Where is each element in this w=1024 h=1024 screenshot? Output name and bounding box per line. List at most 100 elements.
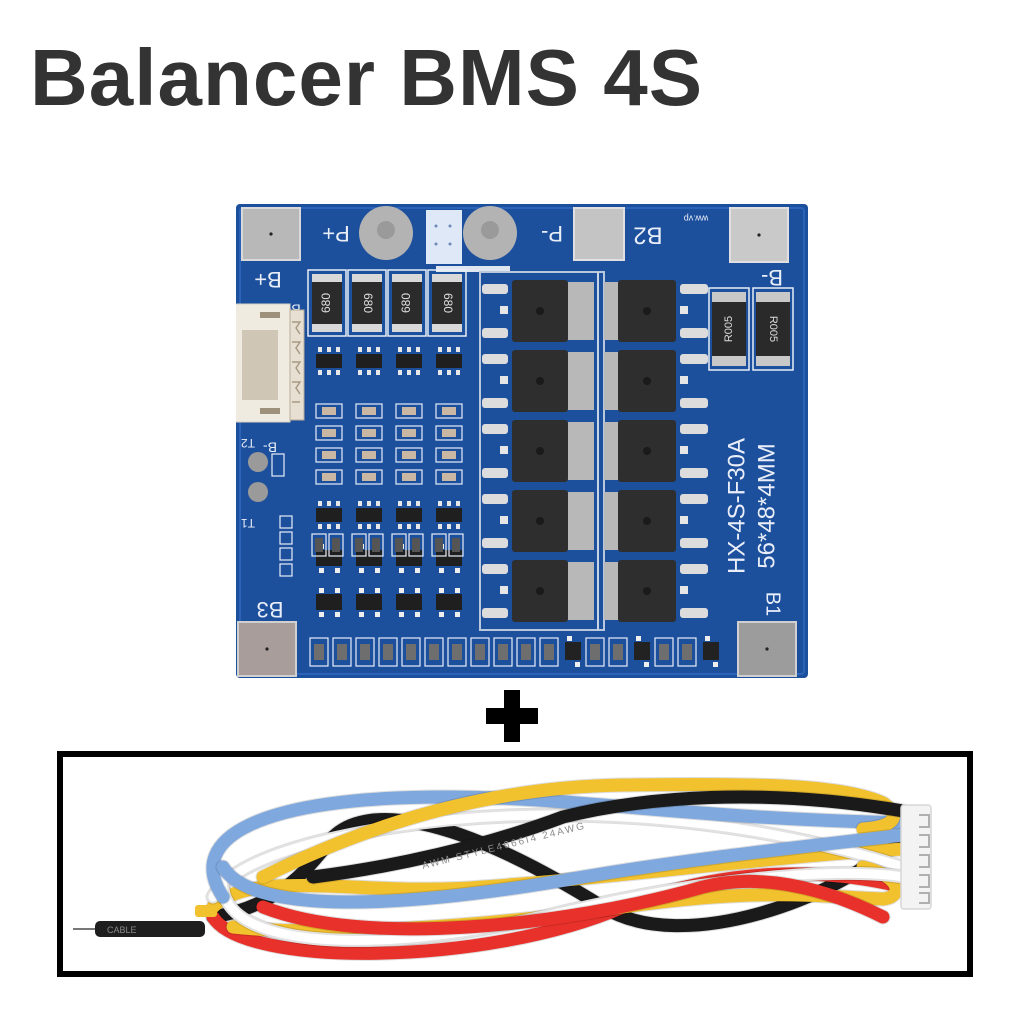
smd-component [435, 425, 463, 441]
shunt-resistor-value: R005 [723, 316, 735, 342]
smd-component [311, 533, 327, 557]
balance-resistor: 680 [307, 269, 347, 337]
label-b3: B3 [257, 597, 284, 622]
smd-component [703, 636, 719, 667]
corner-pad-b3 [237, 621, 297, 677]
smd-component [378, 637, 398, 667]
mosfet [604, 280, 708, 342]
sot-ic [396, 347, 422, 375]
smd-component [585, 637, 605, 667]
smd-component [315, 403, 343, 419]
sot-ic [436, 501, 462, 529]
balance-resistor: 680 [387, 269, 427, 337]
pad-t2 [248, 452, 268, 472]
cable-harness-frame: CABLE AWM STYLE4666I4 24AWG [57, 751, 973, 977]
smd-component [677, 637, 697, 667]
cable-wire [216, 828, 910, 909]
smd-component [565, 636, 581, 667]
smd-component [516, 637, 536, 667]
smd-component [634, 636, 650, 667]
label-b2: B2 [633, 222, 662, 249]
smd-component [368, 533, 384, 557]
smd-component [279, 563, 293, 577]
smd-component [539, 637, 559, 667]
sot-ic [316, 501, 342, 529]
balance-resistor: 680 [427, 269, 467, 337]
shunt-resistor-value: R005 [767, 316, 779, 342]
mosfet [482, 490, 594, 552]
sot-ic [436, 347, 462, 375]
sot-ic [436, 588, 462, 617]
sot-ic [316, 347, 342, 375]
shunt-resistor: R005 [708, 287, 750, 371]
page-title: Balancer BMS 4S [30, 33, 704, 122]
sot-ic [356, 347, 382, 375]
smd-component [355, 637, 375, 667]
smd-component [408, 533, 424, 557]
pad-p-plus [359, 206, 413, 260]
smd-component [435, 469, 463, 485]
plus-sign: + [482, 688, 542, 748]
pad-p-minus [463, 206, 517, 260]
model-text: HX-4S-F30A [723, 438, 750, 574]
balance-resistor-value: 680 [361, 293, 375, 313]
smd-component [395, 469, 423, 485]
cable-wire [206, 813, 910, 933]
shunt-resistor: R005 [752, 287, 794, 371]
smd-component [395, 403, 423, 419]
smd-component [448, 533, 464, 557]
smd-component [328, 533, 344, 557]
smd-component [315, 447, 343, 463]
label-p-plus: P+ [322, 221, 350, 246]
smd-component [435, 403, 463, 419]
smd-component [435, 447, 463, 463]
cable-wire [306, 790, 910, 884]
smd-component [271, 453, 285, 477]
smd-component [355, 425, 383, 441]
cable-tip-text: CABLE [107, 925, 137, 935]
label-b1: B1 [762, 592, 784, 616]
sot-ic [356, 501, 382, 529]
corner-pad-b-minus [729, 207, 789, 263]
cable-wire [256, 875, 890, 936]
mosfet [604, 350, 708, 412]
mosfet [482, 420, 594, 482]
label-t2: T2 [241, 436, 255, 450]
smd-component [608, 637, 628, 667]
smd-component [355, 469, 383, 485]
smd-component [431, 533, 447, 557]
label-b-plus: B+ [254, 267, 282, 292]
smd-component [493, 637, 513, 667]
smd-component [355, 403, 383, 419]
corner-pad-b-plus [241, 207, 301, 261]
balance-resistor-value: 680 [399, 293, 413, 313]
smd-component [654, 637, 674, 667]
smd-component [279, 547, 293, 561]
sot-ic [396, 501, 422, 529]
smd-component [332, 637, 352, 667]
label-b-minus-connector: B- [263, 439, 277, 455]
bms-board-image: P+ P- B2 ww.vp B+ B- B+ B- T2 T1 B3 B1 H… [231, 204, 808, 678]
smd-component [351, 533, 367, 557]
mosfet [604, 560, 708, 622]
sot-ic [316, 588, 342, 617]
smd-component [424, 637, 444, 667]
smd-component [279, 531, 293, 545]
corner-pad-b1 [737, 621, 797, 677]
cable-connector [900, 804, 932, 910]
smd-component [470, 637, 490, 667]
cable-wire [206, 790, 910, 904]
mosfet [604, 420, 708, 482]
smd-component [355, 447, 383, 463]
label-t1: T1 [241, 516, 255, 530]
pad-b2 [573, 207, 625, 261]
mosfet [482, 280, 594, 342]
smd-component [315, 425, 343, 441]
balance-connector [231, 303, 305, 423]
dimensions-text: 56*48*4MM [753, 443, 780, 568]
mosfet [604, 490, 708, 552]
pad-t1 [248, 482, 268, 502]
balance-resistor: 680 [347, 269, 387, 337]
smd-component [401, 637, 421, 667]
mosfet [482, 560, 594, 622]
